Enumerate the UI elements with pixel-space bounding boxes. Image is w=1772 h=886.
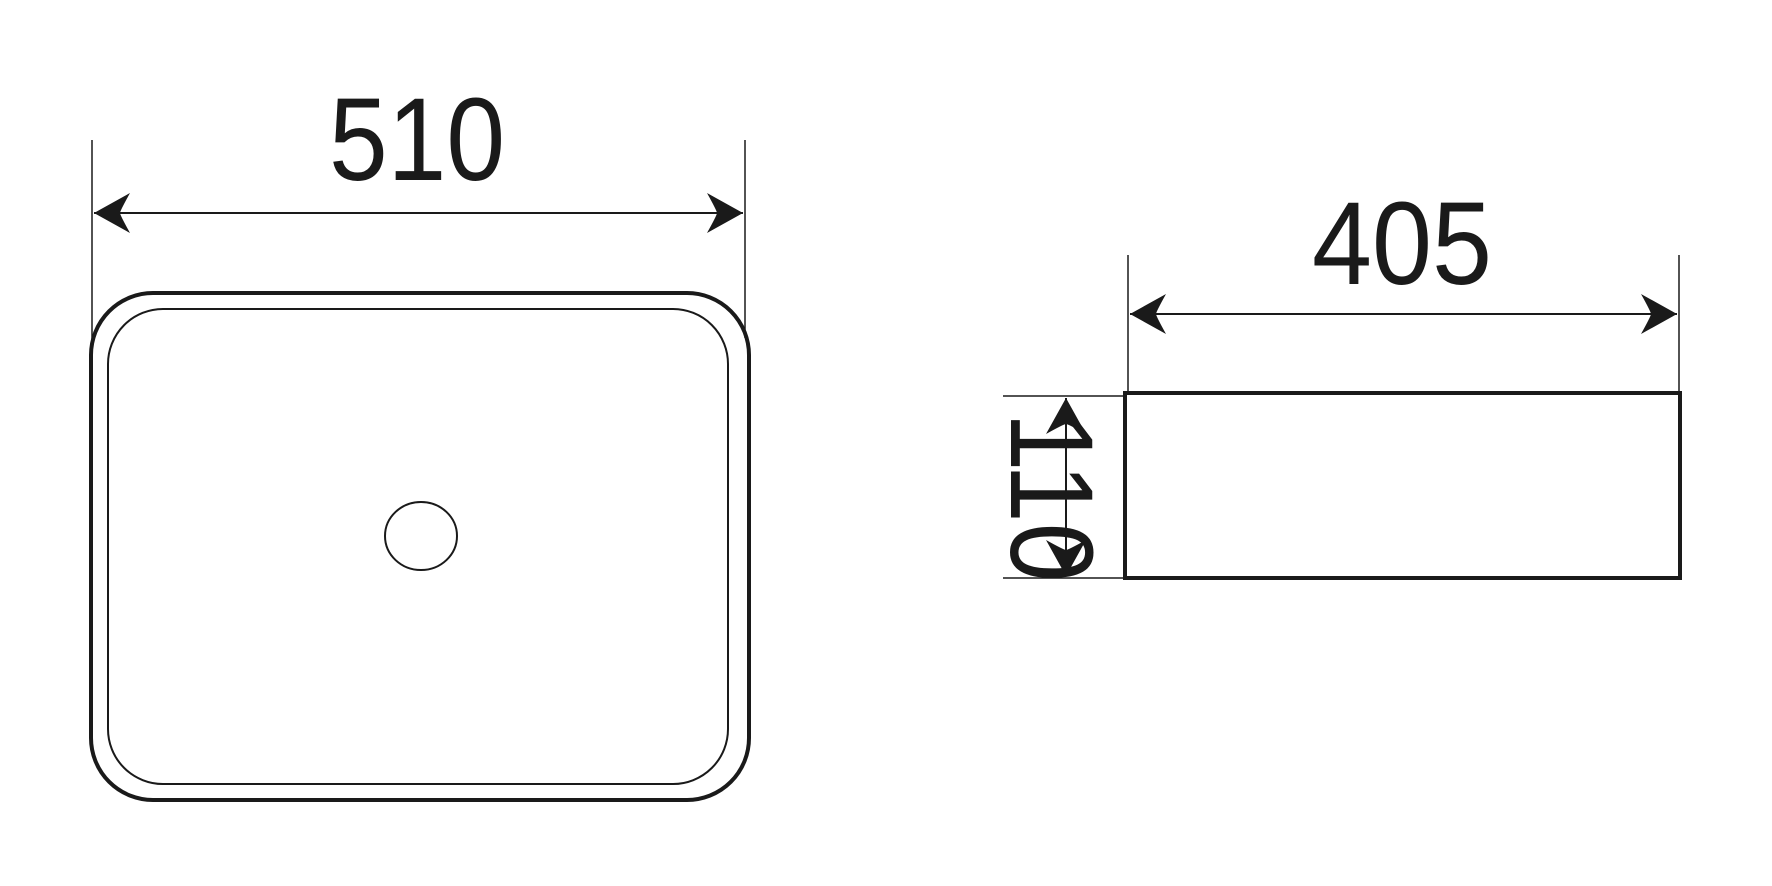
width-dimension: 510	[91, 74, 746, 345]
top-view: 510	[89, 74, 751, 802]
drain-hole	[384, 501, 458, 571]
basin-side-profile	[1123, 391, 1682, 580]
height-label: 110	[985, 412, 1117, 582]
length-label: 405	[1312, 178, 1492, 310]
basin-inner-bowl	[107, 308, 729, 785]
side-view: 405 110	[985, 178, 1682, 582]
height-dimension: 110	[985, 395, 1125, 582]
width-label: 510	[329, 74, 505, 206]
length-dimension: 405	[1127, 178, 1680, 393]
basin-outer-rim	[89, 291, 751, 802]
